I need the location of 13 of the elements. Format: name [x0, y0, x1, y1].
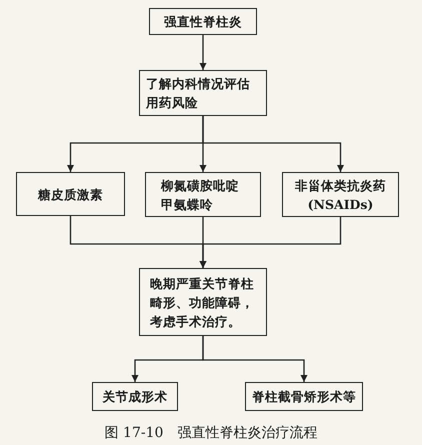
arrow — [202, 116, 344, 172]
process-box: 强直性脊柱炎 — [149, 8, 257, 35]
figure-caption: 图 17-10 强直性脊柱炎治疗流程 — [104, 424, 318, 442]
arrow — [200, 35, 206, 70]
arrow — [200, 217, 342, 268]
process-box: 糖皮质激素 — [16, 172, 125, 216]
process-box: 晚期严重关节脊柱畸形、功能障碍，考虑手术治疗。 — [139, 268, 267, 336]
process-box: 柳氮磺胺吡啶甲氨蝶呤 — [145, 172, 261, 217]
process-box: 了解内科情况评估用药风险 — [139, 70, 267, 116]
process-box: 非甾体类抗炎药 (NSAIDs) — [282, 172, 399, 217]
arrow — [202, 336, 308, 382]
process-box: 脊柱截骨矫形术等 — [245, 382, 363, 411]
process-box: 关节成形术 — [92, 382, 178, 411]
